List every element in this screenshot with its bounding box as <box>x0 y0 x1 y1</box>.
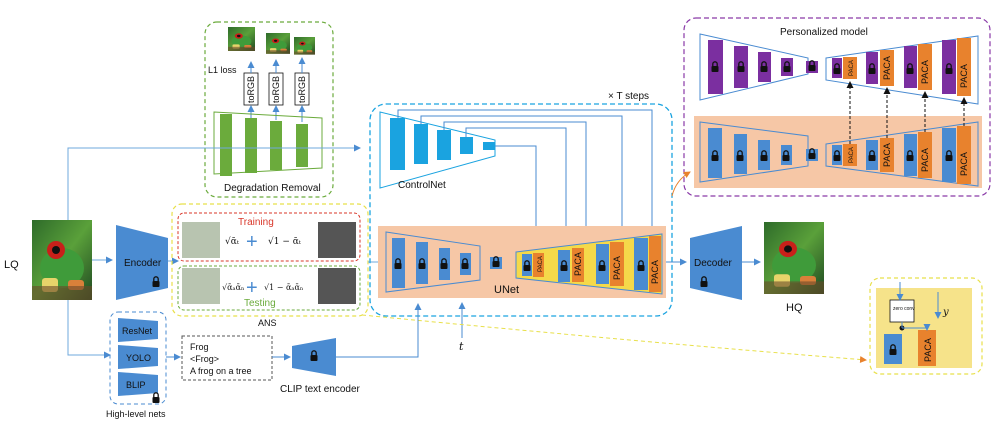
diffusion-steps-box <box>369 103 673 317</box>
training-box <box>177 212 361 262</box>
unet-decoder-layers <box>522 236 661 292</box>
paca-detail-link <box>361 314 867 364</box>
controlnet-outline <box>379 111 496 189</box>
paca-detail-box <box>869 277 983 375</box>
torgb-label-2: toRGB <box>271 76 281 103</box>
paca-label-b1: PACA <box>849 147 855 163</box>
high-level-nets-box <box>109 311 167 405</box>
base-encoder-layers <box>708 128 792 178</box>
hq-label: HQ <box>786 302 803 314</box>
paca-label-p4: PACA <box>959 64 969 88</box>
caption-1: <Frog> <box>190 354 219 364</box>
test-formula-a: √ᾱₐᾱₙ <box>222 283 245 292</box>
degraded-thumbnails <box>228 27 315 55</box>
test-plus: + <box>246 277 258 299</box>
paca-label-b4: PACA <box>959 152 969 176</box>
net-yolo <box>118 345 158 369</box>
training-label: Training <box>238 217 274 228</box>
ans-label: ANS <box>258 318 277 328</box>
test-formula-b: √1 − ᾱₐᾱₙ <box>264 283 304 292</box>
paca-label-u3: PACA <box>612 256 622 280</box>
controlnet-layers <box>390 118 495 170</box>
net-blip-label: BLIP <box>126 380 146 390</box>
caption-2: A frog on a tree <box>190 366 252 376</box>
net-yolo-label: YOLO <box>126 353 151 363</box>
paca-label-u1: PACA <box>538 256 544 272</box>
testing-box <box>177 265 361 311</box>
l1-loss-label: L1 loss <box>208 65 237 75</box>
personalized-label: Personalized model <box>780 27 868 38</box>
paca-transfer-arrows <box>846 81 968 144</box>
train-plus: + <box>246 231 258 253</box>
lq-image <box>32 220 92 300</box>
caption-0: Frog <box>190 342 209 352</box>
torgb-label-3: toRGB <box>297 76 307 103</box>
zero-conv-label: zero conv <box>893 306 915 312</box>
paca-label-p2: PACA <box>882 56 892 80</box>
base-decoder-layers <box>832 126 971 184</box>
clip-label: CLIP text encoder <box>280 384 361 395</box>
degradation-removal-label: Degradation Removal <box>224 183 321 194</box>
degradation-layers <box>220 114 308 176</box>
paca-label-detail: PACA <box>923 338 933 362</box>
testing-latent <box>182 268 220 304</box>
unet-decoder-outline <box>515 233 663 295</box>
testing-label: Testing <box>244 298 276 309</box>
paca-label-b2: PACA <box>882 143 892 167</box>
paca-label-p3: PACA <box>920 60 930 84</box>
controlnet-label: ControlNet <box>398 180 446 191</box>
y-label: y <box>942 307 949 318</box>
encoder-label: Encoder <box>124 258 162 269</box>
torgb-boxes: toRGB toRGB toRGB <box>243 57 310 122</box>
steps-label: × T steps <box>608 91 649 102</box>
testing-noise <box>318 268 356 304</box>
paca-label-u2: PACA <box>573 252 583 276</box>
personalized-decoder-layers <box>832 38 971 96</box>
lq-label: LQ <box>4 259 19 271</box>
degradation-removal-box <box>204 21 334 198</box>
paca-label-u4: PACA <box>650 260 660 284</box>
train-formula-a: √ᾱₜ <box>225 236 240 247</box>
paca-detail-paca-block <box>918 330 936 366</box>
torgb-label-1: toRGB <box>246 76 256 103</box>
unet-encoder-layers <box>392 238 471 288</box>
personalized-encoder-layers <box>708 40 793 94</box>
paca-label-p1: PACA <box>849 60 855 76</box>
hq-image <box>764 222 824 294</box>
unet-label: UNet <box>494 284 519 296</box>
t-label: t <box>459 340 464 353</box>
ans-box <box>171 203 369 317</box>
net-resnet <box>118 318 158 342</box>
training-latent <box>182 222 220 258</box>
training-noise <box>318 222 356 258</box>
net-resnet-label: ResNet <box>122 326 153 336</box>
caption-box <box>181 335 273 381</box>
train-formula-b: √1 − ᾱₜ <box>268 236 302 247</box>
decoder-label: Decoder <box>694 258 732 269</box>
personalized-link <box>671 171 691 197</box>
personalized-model-box <box>683 17 991 197</box>
net-blip <box>118 372 158 396</box>
paca-label-b3: PACA <box>920 148 930 172</box>
high-level-nets-label: High-level nets <box>106 409 166 419</box>
